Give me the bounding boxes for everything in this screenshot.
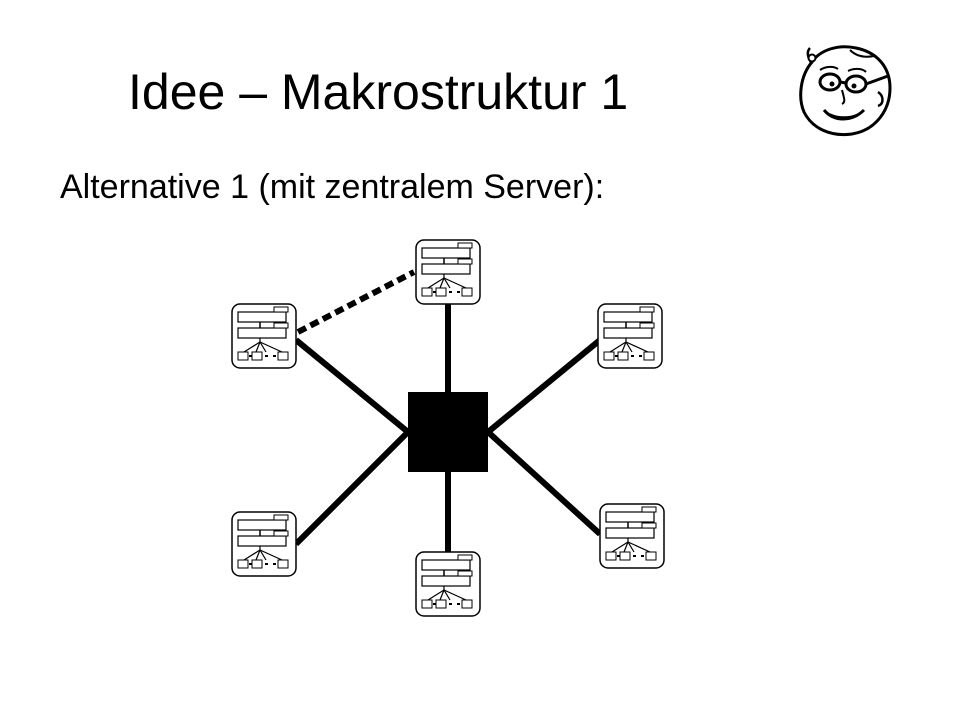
client-node-lower-right: [599, 503, 665, 569]
client-node-upper-right: [597, 303, 663, 369]
link-upper-right: [486, 337, 602, 435]
cartoon-face-with-glasses-icon: [799, 45, 892, 137]
link-lower-left: [293, 429, 411, 547]
peer-link-dashed: [296, 269, 416, 335]
client-node-upper-left: [231, 303, 297, 369]
hierarchy-tree-icon: [231, 303, 297, 369]
client-node-lower-left: [231, 511, 297, 577]
page-title: Idee – Makrostruktur 1: [128, 64, 629, 120]
link-upper-left: [294, 337, 410, 435]
hierarchy-tree-icon: [415, 551, 481, 617]
slide-subtitle: Alternative 1 (mit zentralem Server):: [60, 168, 605, 206]
hierarchy-tree-icon: [415, 239, 481, 305]
server-square: [408, 392, 488, 472]
hierarchy-tree-icon: [599, 503, 665, 569]
link-lower-right: [485, 429, 603, 537]
client-node-bottom: [415, 551, 481, 617]
client-node-top: [415, 239, 481, 305]
hierarchy-tree-icon: [231, 511, 297, 577]
hierarchy-tree-icon: [597, 303, 663, 369]
